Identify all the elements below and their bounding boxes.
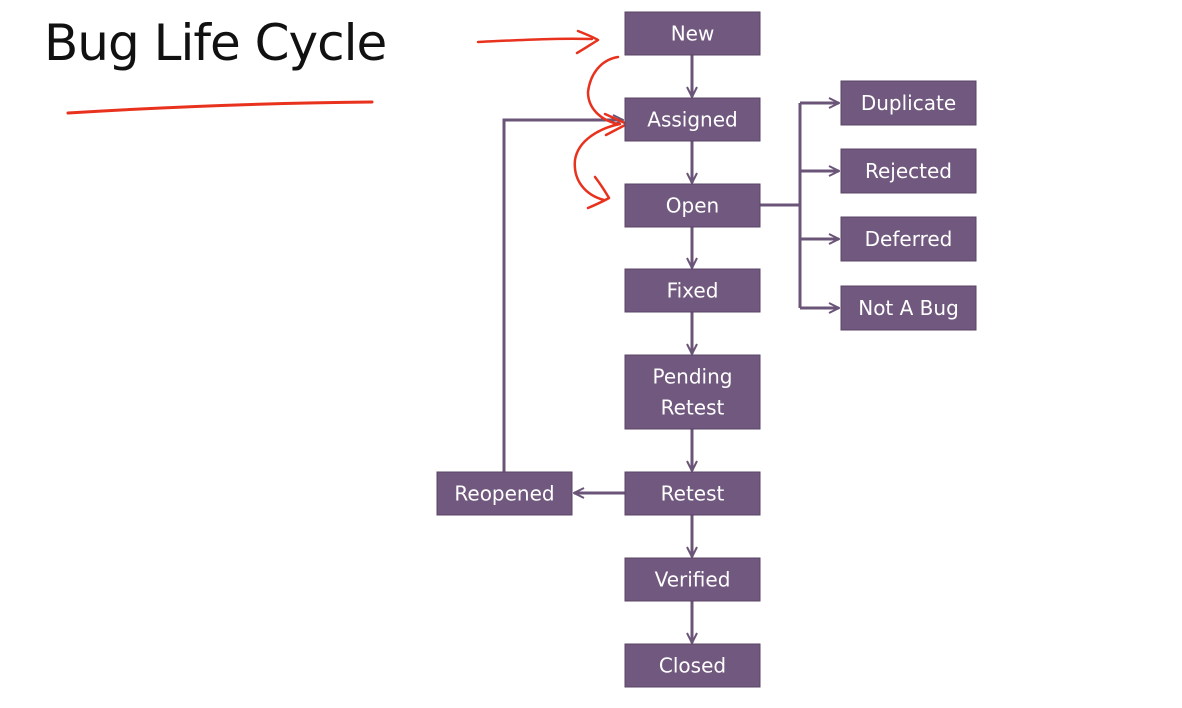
node-fixed: Fixed	[624, 268, 761, 313]
page-title: Bug Life Cycle	[44, 14, 387, 72]
node-label-deferred: Deferred	[865, 227, 953, 251]
node-box-rejected	[840, 148, 977, 194]
node-box-reopened	[436, 471, 573, 516]
connectors	[502, 55, 839, 643]
title-underline-mark	[66, 100, 374, 115]
node-box-fixed	[624, 268, 761, 313]
node-label-not-a-bug: Not A Bug	[858, 296, 959, 320]
curve-assigned-to-open-mark	[573, 122, 622, 202]
state-nodes: NewAssignedOpenFixedPendingRetestRetestV…	[436, 11, 977, 688]
arrow-to-new-head-mark	[575, 29, 600, 55]
node-rejected: Rejected	[840, 148, 977, 194]
node-label-open: Open	[666, 194, 719, 218]
node-verified: Verified	[624, 557, 761, 602]
node-box-retest	[624, 471, 761, 516]
node-box-open	[624, 183, 761, 228]
node-new: New	[624, 11, 761, 56]
node-label-new: New	[671, 22, 715, 46]
node-label-assigned: Assigned	[647, 108, 737, 132]
curve-assigned-to-open-head-mark	[586, 175, 611, 210]
node-label-duplicate: Duplicate	[861, 91, 956, 115]
node-box-pending-retest	[624, 354, 761, 430]
node-label-closed: Closed	[659, 654, 726, 678]
node-label-verified: Verified	[655, 568, 731, 592]
node-not-a-bug: Not A Bug	[840, 285, 977, 331]
node-box-deferred	[840, 216, 977, 262]
node-open: Open	[624, 183, 761, 228]
node-box-new	[624, 11, 761, 56]
node-retest: Retest	[624, 471, 761, 516]
node-closed: Closed	[624, 643, 761, 688]
node-box-assigned	[624, 97, 761, 142]
node-box-verified	[624, 557, 761, 602]
node-box-closed	[624, 643, 761, 688]
node-duplicate: Duplicate	[840, 80, 977, 126]
node-label-retest: Retest	[661, 482, 725, 506]
node-label-rejected: Rejected	[865, 159, 952, 183]
node-deferred: Deferred	[840, 216, 977, 262]
arrow-reopened-to-assigned	[502, 120, 623, 472]
node-label-reopened: Reopened	[454, 482, 554, 506]
node-reopened: Reopened	[436, 471, 573, 516]
node-assigned: Assigned	[624, 97, 761, 142]
node-label-pending-retest-line-1: Pending	[653, 365, 733, 389]
node-box-not-a-bug	[840, 285, 977, 331]
node-label-fixed: Fixed	[667, 279, 719, 303]
node-label-pending-retest-line-2: Retest	[661, 396, 725, 420]
node-box-duplicate	[840, 80, 977, 126]
curve-new-to-assigned-mark	[586, 55, 620, 126]
arrow-to-new-mark	[476, 37, 594, 44]
